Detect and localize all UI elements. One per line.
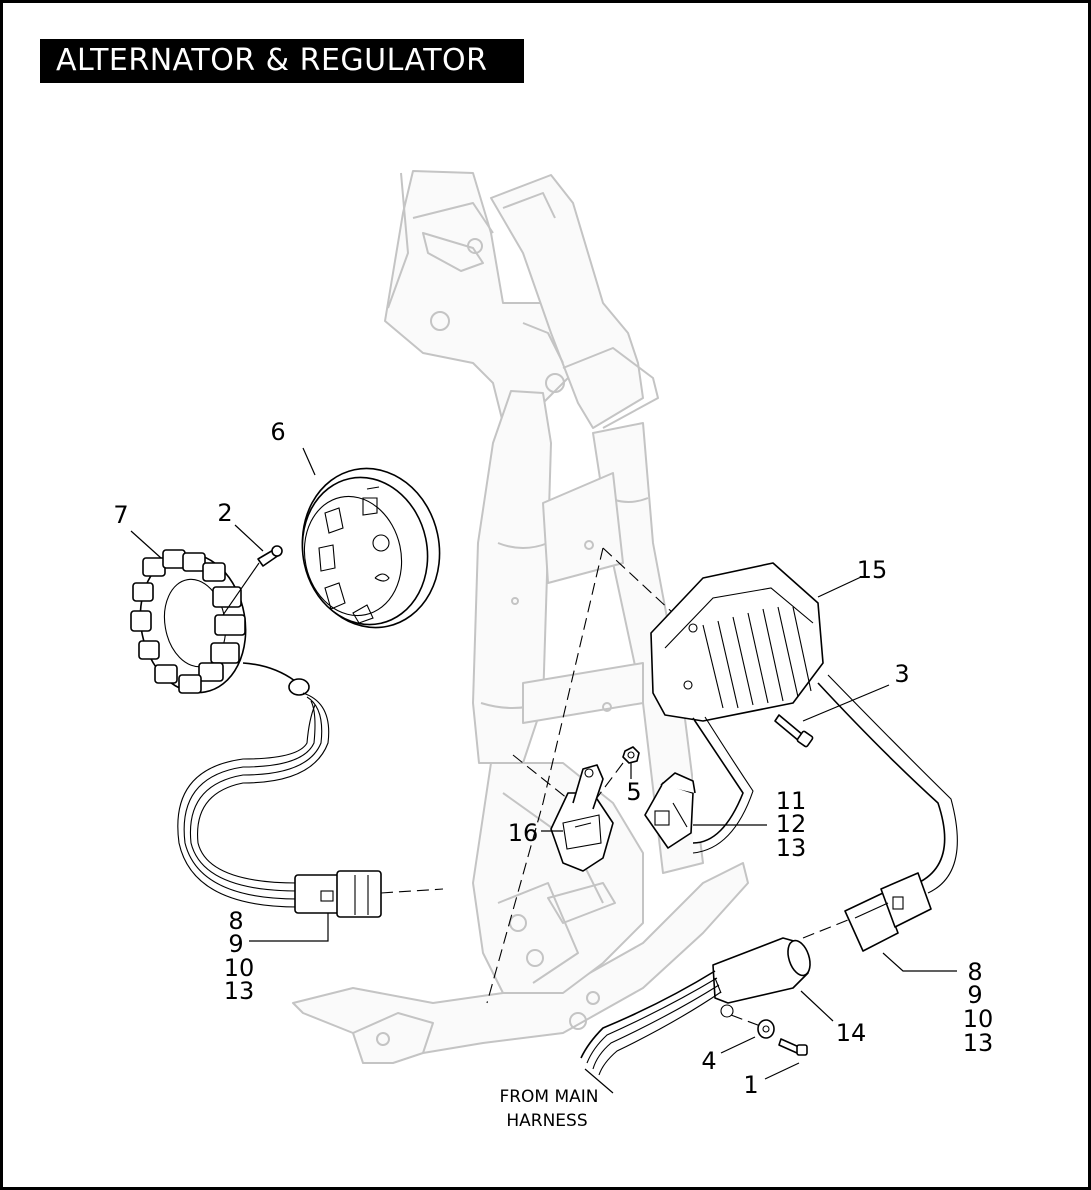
callout-10-right: 10	[963, 1005, 994, 1033]
harness-note-line1: FROM MAIN	[499, 1087, 598, 1107]
callout-11: 11	[776, 787, 807, 815]
right-connector	[844, 872, 932, 952]
callout-10-left: 10	[224, 954, 255, 982]
callout-13-left: 13	[224, 977, 255, 1005]
rotor	[301, 467, 441, 629]
harness-note-line2: HARNESS	[506, 1111, 587, 1131]
callout-9-right: 9	[967, 981, 982, 1009]
regulator-bolt	[774, 714, 814, 748]
callout-7: 7	[113, 501, 128, 529]
harness-adapter	[580, 937, 811, 1076]
regulator-connector	[644, 772, 696, 849]
leader-lines	[130, 447, 957, 1094]
callout-1: 1	[743, 1071, 758, 1099]
callout-9-left: 9	[228, 930, 243, 958]
nut	[622, 746, 640, 764]
callout-8-left: 8	[228, 907, 243, 935]
frame-ghost	[292, 170, 749, 1064]
regulator	[650, 562, 958, 894]
regulator-bracket	[550, 764, 614, 872]
callout-13-right: 13	[963, 1029, 994, 1057]
callout-labels: 6 2 7 15 3 5 16 11 12 13 8 9 10 13 8 9 1…	[113, 418, 993, 1131]
callout-5: 5	[626, 778, 641, 806]
callout-15: 15	[857, 556, 888, 584]
callout-12: 12	[776, 810, 807, 838]
callout-8-right: 8	[967, 958, 982, 986]
callout-6: 6	[270, 418, 285, 446]
callout-3: 3	[894, 660, 909, 688]
callout-4: 4	[701, 1047, 716, 1075]
stator	[130, 549, 247, 694]
stator-wiring	[177, 662, 330, 908]
callout-14: 14	[836, 1019, 867, 1047]
callout-2: 2	[217, 499, 232, 527]
callout-16: 16	[508, 819, 539, 847]
diagram-title: ALTERNATOR & REGULATOR	[40, 39, 524, 83]
exploded-view-diagram: 6 2 7 15 3 5 16 11 12 13 8 9 10 13 8 9 1…	[113, 170, 993, 1131]
stator-screw	[222, 545, 283, 616]
left-connector	[294, 870, 444, 918]
callout-13-mid: 13	[776, 834, 807, 862]
adapter-screw	[778, 1038, 808, 1056]
washer	[757, 1019, 775, 1039]
